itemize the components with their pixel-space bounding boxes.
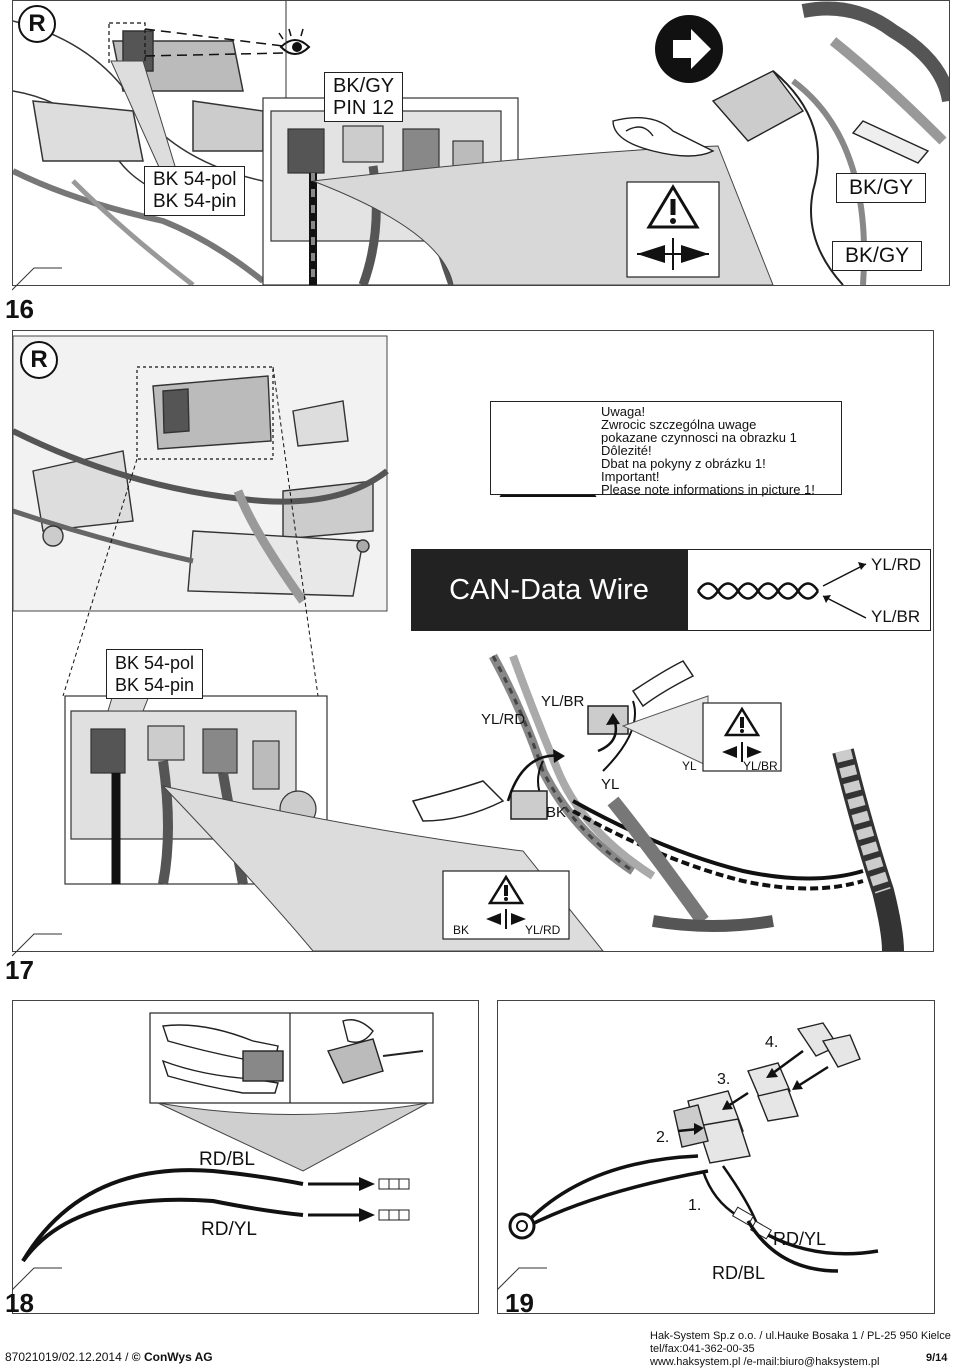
bk54-pin-text: BK 54-pin bbox=[153, 191, 237, 212]
twisted-pair-icon bbox=[696, 562, 867, 619]
crimp-top-yl: YL bbox=[682, 759, 697, 773]
step16-corner-line bbox=[12, 267, 62, 291]
step18-panel: RD/BL RD/YL bbox=[12, 1000, 479, 1314]
warning-line-2: Zwrocic szczególna uwage bbox=[601, 417, 757, 432]
step17-panel: R Uwaga! Zwrocic szczególna uwage pokaza… bbox=[12, 330, 934, 952]
pin12-text: PIN 12 bbox=[333, 97, 395, 119]
wire-label-rdyl-19: RD/YL bbox=[773, 1229, 827, 1249]
company-line: Hak-System Sp.z o.o. / ul.Hauke Bosaka 1… bbox=[650, 1330, 951, 1342]
region-mark-r-17: R bbox=[20, 341, 58, 379]
step17-illustration bbox=[13, 335, 904, 951]
bk54-pol-text: BK 54-pol bbox=[153, 169, 237, 190]
warning-line-3: pokazane czynnosci na obrazku 1 bbox=[601, 430, 797, 445]
crimp-arrows-icon bbox=[637, 238, 709, 270]
step19-panel: 4. 3. 2. 1. RD/YL RD/BL bbox=[497, 1000, 935, 1314]
crimp-top-ylbr: YL/BR bbox=[743, 759, 778, 773]
warning-line-7: Please note informations in picture 1! bbox=[601, 482, 815, 497]
step16-number: 16 bbox=[5, 294, 34, 324]
wire-label-bkgy-lower: BK/GY bbox=[832, 241, 923, 271]
step19-illustration bbox=[508, 1022, 879, 1273]
step19-step1: 1. bbox=[688, 1197, 702, 1214]
step16-illustration bbox=[13, 1, 949, 285]
wire-label-rdyl-18: RD/YL bbox=[201, 1219, 257, 1240]
can-data-wire-title: CAN-Data Wire bbox=[411, 549, 687, 631]
bk54-label: BK 54-pol BK 54-pin bbox=[144, 166, 246, 216]
footer-company: Hak-System Sp.z o.o. / ul.Hauke Bosaka 1… bbox=[650, 1330, 951, 1369]
step19-step3: 3. bbox=[717, 1071, 731, 1088]
page-number: 9/14 bbox=[926, 1352, 948, 1364]
bk54-pol-text-17: BK 54-pol bbox=[115, 653, 195, 673]
wire-label-yl: YL bbox=[601, 776, 620, 793]
step19-step4: 4. bbox=[765, 1034, 779, 1051]
step17-number: 17 bbox=[5, 955, 34, 985]
stripping-tool-drawing bbox=[161, 1019, 424, 1094]
crimp-arrows-icon-top bbox=[722, 742, 762, 762]
step19-corner-line bbox=[497, 1267, 547, 1291]
wire-label-rdbl-18: RD/BL bbox=[199, 1149, 255, 1170]
copyright: © ConWys AG bbox=[131, 1350, 213, 1364]
warning-triangle-icon bbox=[646, 184, 700, 229]
doc-code: 87021019/02.12.2014 / bbox=[5, 1350, 129, 1364]
twist-label-ylrd: YL/RD bbox=[481, 711, 526, 728]
step16-panel: R BK 54-pol BK 54-pin BK/GY PIN 12 BK/GY… bbox=[12, 0, 950, 286]
step18-corner-line bbox=[12, 1267, 62, 1291]
crimp-bottom-bk: BK bbox=[453, 923, 470, 937]
pin12-label: BK/GY PIN 12 bbox=[324, 72, 404, 122]
wire-label-rdbl-19: RD/BL bbox=[712, 1263, 766, 1283]
step18-illustration bbox=[21, 1012, 434, 1263]
web-line[interactable]: www.haksystem.pl /e-mail:biuro@haksystem… bbox=[650, 1356, 880, 1368]
footer-doc-code: 87021019/02.12.2014 / © ConWys AG bbox=[5, 1351, 213, 1364]
warning-line-6: Important! bbox=[601, 469, 660, 484]
step18-number: 18 bbox=[5, 1288, 34, 1318]
warning-line-4: Dôlezité! bbox=[601, 443, 652, 458]
step19-number: 19 bbox=[505, 1288, 534, 1318]
can-wire-ylbr: YL/BR bbox=[871, 607, 921, 626]
tel-line: tel/fax:041-362-00-35 bbox=[650, 1343, 755, 1355]
can-wire-connection-drawing bbox=[411, 653, 904, 951]
bkgy-text: BK/GY bbox=[333, 75, 395, 97]
wire-label-bk: BK bbox=[546, 804, 567, 821]
car-interior-drawing bbox=[13, 20, 284, 285]
warning-line-5: Dbat na pokyny z obrázku 1! bbox=[601, 456, 766, 471]
bk54-label-17: BK 54-pol BK 54-pin bbox=[106, 649, 204, 699]
step19-step2: 2. bbox=[656, 1129, 670, 1146]
region-mark-r: R bbox=[18, 5, 56, 43]
warning-triangle-icon-bottom bbox=[487, 874, 525, 905]
crimp-terminal-icon bbox=[378, 1178, 410, 1221]
arrow-right-icon bbox=[655, 15, 723, 83]
crimp-bottom-ylrd: YL/RD bbox=[525, 923, 561, 937]
step17-corner-line bbox=[12, 933, 62, 957]
eye-icon bbox=[278, 28, 311, 55]
warning-triangle-icon-top bbox=[723, 706, 761, 737]
wire-label-bkgy-upper: BK/GY bbox=[836, 173, 927, 203]
important-warning-box: Uwaga! Zwrocic szczególna uwage pokazane… bbox=[490, 401, 842, 497]
warning-line-1: Uwaga! bbox=[601, 404, 646, 419]
engine-bay-drawing bbox=[13, 375, 389, 604]
crimp-arrows-icon-bottom bbox=[486, 909, 526, 929]
twist-label-ylbr: YL/BR bbox=[541, 693, 585, 710]
can-wire-ylrd: YL/RD bbox=[871, 555, 922, 574]
focus-box-17 bbox=[136, 366, 274, 460]
bk54-pin-text-17: BK 54-pin bbox=[115, 675, 195, 695]
